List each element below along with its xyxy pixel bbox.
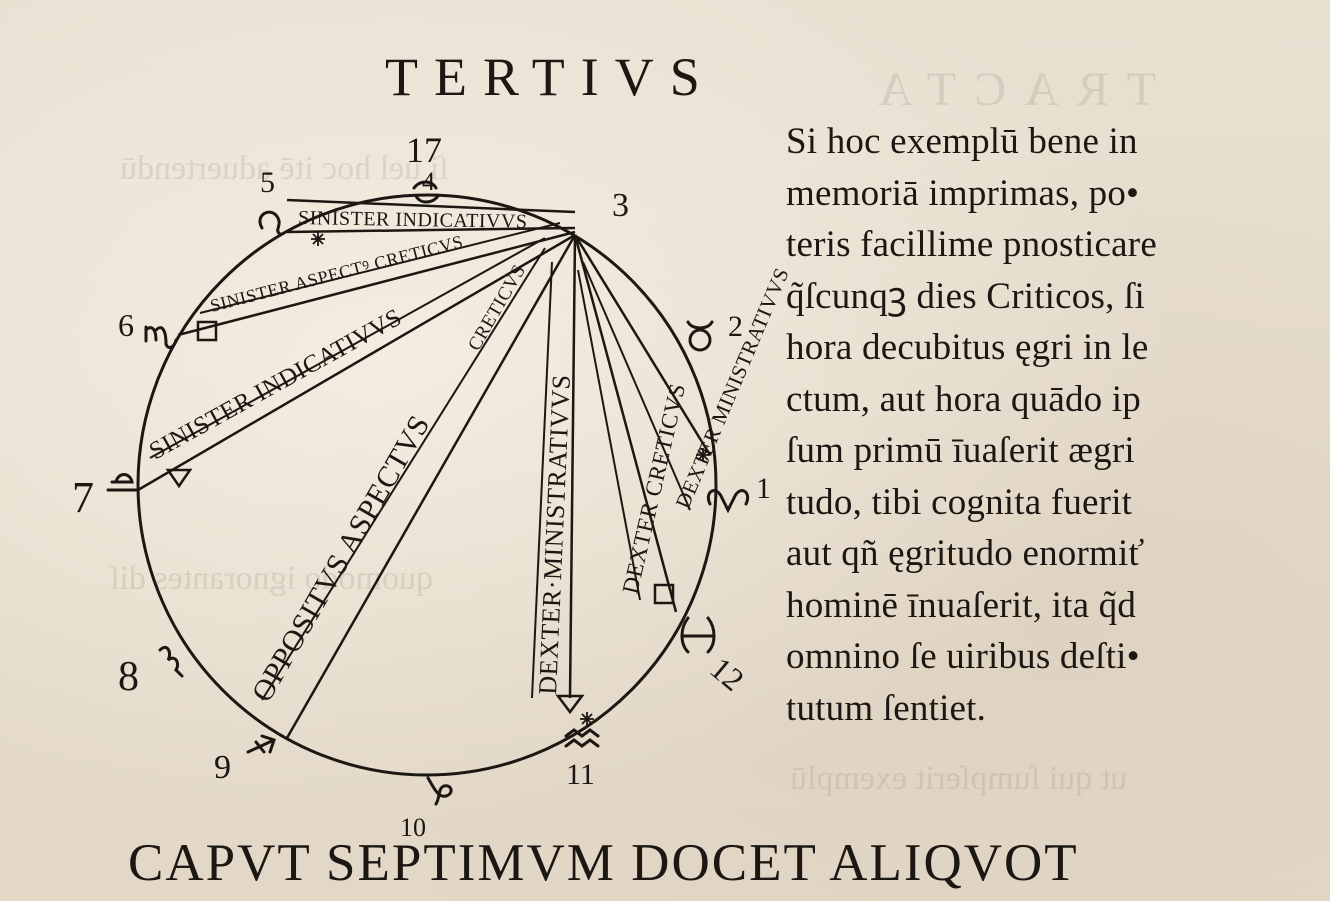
capricorn-sign-icon [426, 776, 453, 806]
show-through-text: ut qui ſumpſerit exemplū [790, 760, 1128, 797]
house-number-10: 10 [400, 813, 426, 842]
body-line: memoriā imprimas, po• [786, 172, 1140, 214]
square-aspect-symbol [653, 583, 675, 605]
libra-sign-icon [106, 473, 138, 492]
body-text-column: Si hoc exemplū bene in memoriā imprimas,… [786, 116, 1286, 734]
body-line: hominē īnuaſerit, ita q̃d [786, 584, 1137, 626]
zodiac-sign-glyphs [106, 180, 749, 806]
chord-dexter-ministratiuus-sextile: DEXTER MINISTRATIVVS [573, 234, 790, 512]
house-number-11: 11 [566, 758, 595, 791]
house-number-3: 3 [612, 187, 629, 224]
show-through-text: TRACTA [860, 63, 1157, 116]
taurus-sign-icon [686, 320, 714, 352]
chord-dexter-creticus: DEXTER CRETICVS [573, 234, 690, 613]
aquarius-sign-icon [564, 728, 600, 748]
body-line: aut qñ ęgritudo enormiť [786, 533, 1145, 574]
trine-aspect-symbol [555, 694, 585, 715]
square-aspect-symbol [196, 320, 218, 342]
body-line: hora decubitus ęgri in le [786, 327, 1149, 368]
label-oppositus-aspectus: OPPOSITVS ASPECTVS [245, 410, 436, 708]
leo-sign-icon [258, 210, 282, 236]
body-line: tutum ſentiet. [786, 687, 987, 729]
trine-aspect-symbol [165, 468, 193, 489]
house-number-7: 7 [72, 473, 94, 522]
house-number-1: 1 [756, 472, 771, 505]
chapter-heading: CAPVT SEPTIMVM DOCET ALIQVOT [128, 834, 1079, 892]
zodiac-circle [136, 193, 718, 777]
body-line: Si hoc exemplū bene in [786, 121, 1138, 162]
cancer-sign-icon [412, 180, 440, 204]
body-line: ſum primū īuaſerit ægri [786, 430, 1135, 471]
body-line: omnino ſe uiribus deſti• [786, 636, 1140, 677]
chord-dexter-ministratiuus: DEXTER·MINISTRATIVVS [531, 234, 585, 715]
running-head: TERTIVS [385, 47, 716, 107]
astrological-aspect-diagram: SINISTER INDICATIVVS SINISTER ASPECTꝰ CR… [72, 130, 790, 842]
house-number-17: 17 [406, 130, 442, 170]
scorpio-sign-icon [158, 645, 184, 678]
body-line: teris facillime pnosticare [786, 224, 1157, 265]
chord-sinister-indicatiuus-top: SINISTER INDICATIVVS [286, 198, 576, 234]
body-line: q̃ſcunqꝫ dies Criticos, ſi [786, 275, 1145, 317]
sagittarius-sign-icon [246, 734, 276, 754]
house-number-6: 6 [118, 307, 134, 343]
house-number-12: 12 [704, 650, 752, 698]
aspect-star-marks [311, 232, 710, 726]
chord-oppositus-aspectus: OPPOSITVS ASPECTVS CRETICVS [245, 234, 577, 739]
label-sinister-indicatiuus-top: SINISTER INDICATIVVS [298, 207, 528, 233]
house-number-4: 4 [422, 167, 435, 196]
body-line: ctum, aut hora quādo ip [786, 378, 1141, 420]
house-number-8: 8 [118, 654, 139, 700]
house-number-2: 2 [728, 310, 743, 343]
label-oppositus-creticus: CRETICVS [464, 261, 530, 355]
virgo-sign-icon [144, 325, 178, 349]
aries-sign-icon [707, 489, 749, 514]
house-number-5: 5 [260, 166, 275, 199]
house-number-9: 9 [214, 749, 231, 786]
pisces-sign-icon [680, 616, 716, 654]
body-line: tudo, tibi cognita fuerit [786, 481, 1133, 523]
